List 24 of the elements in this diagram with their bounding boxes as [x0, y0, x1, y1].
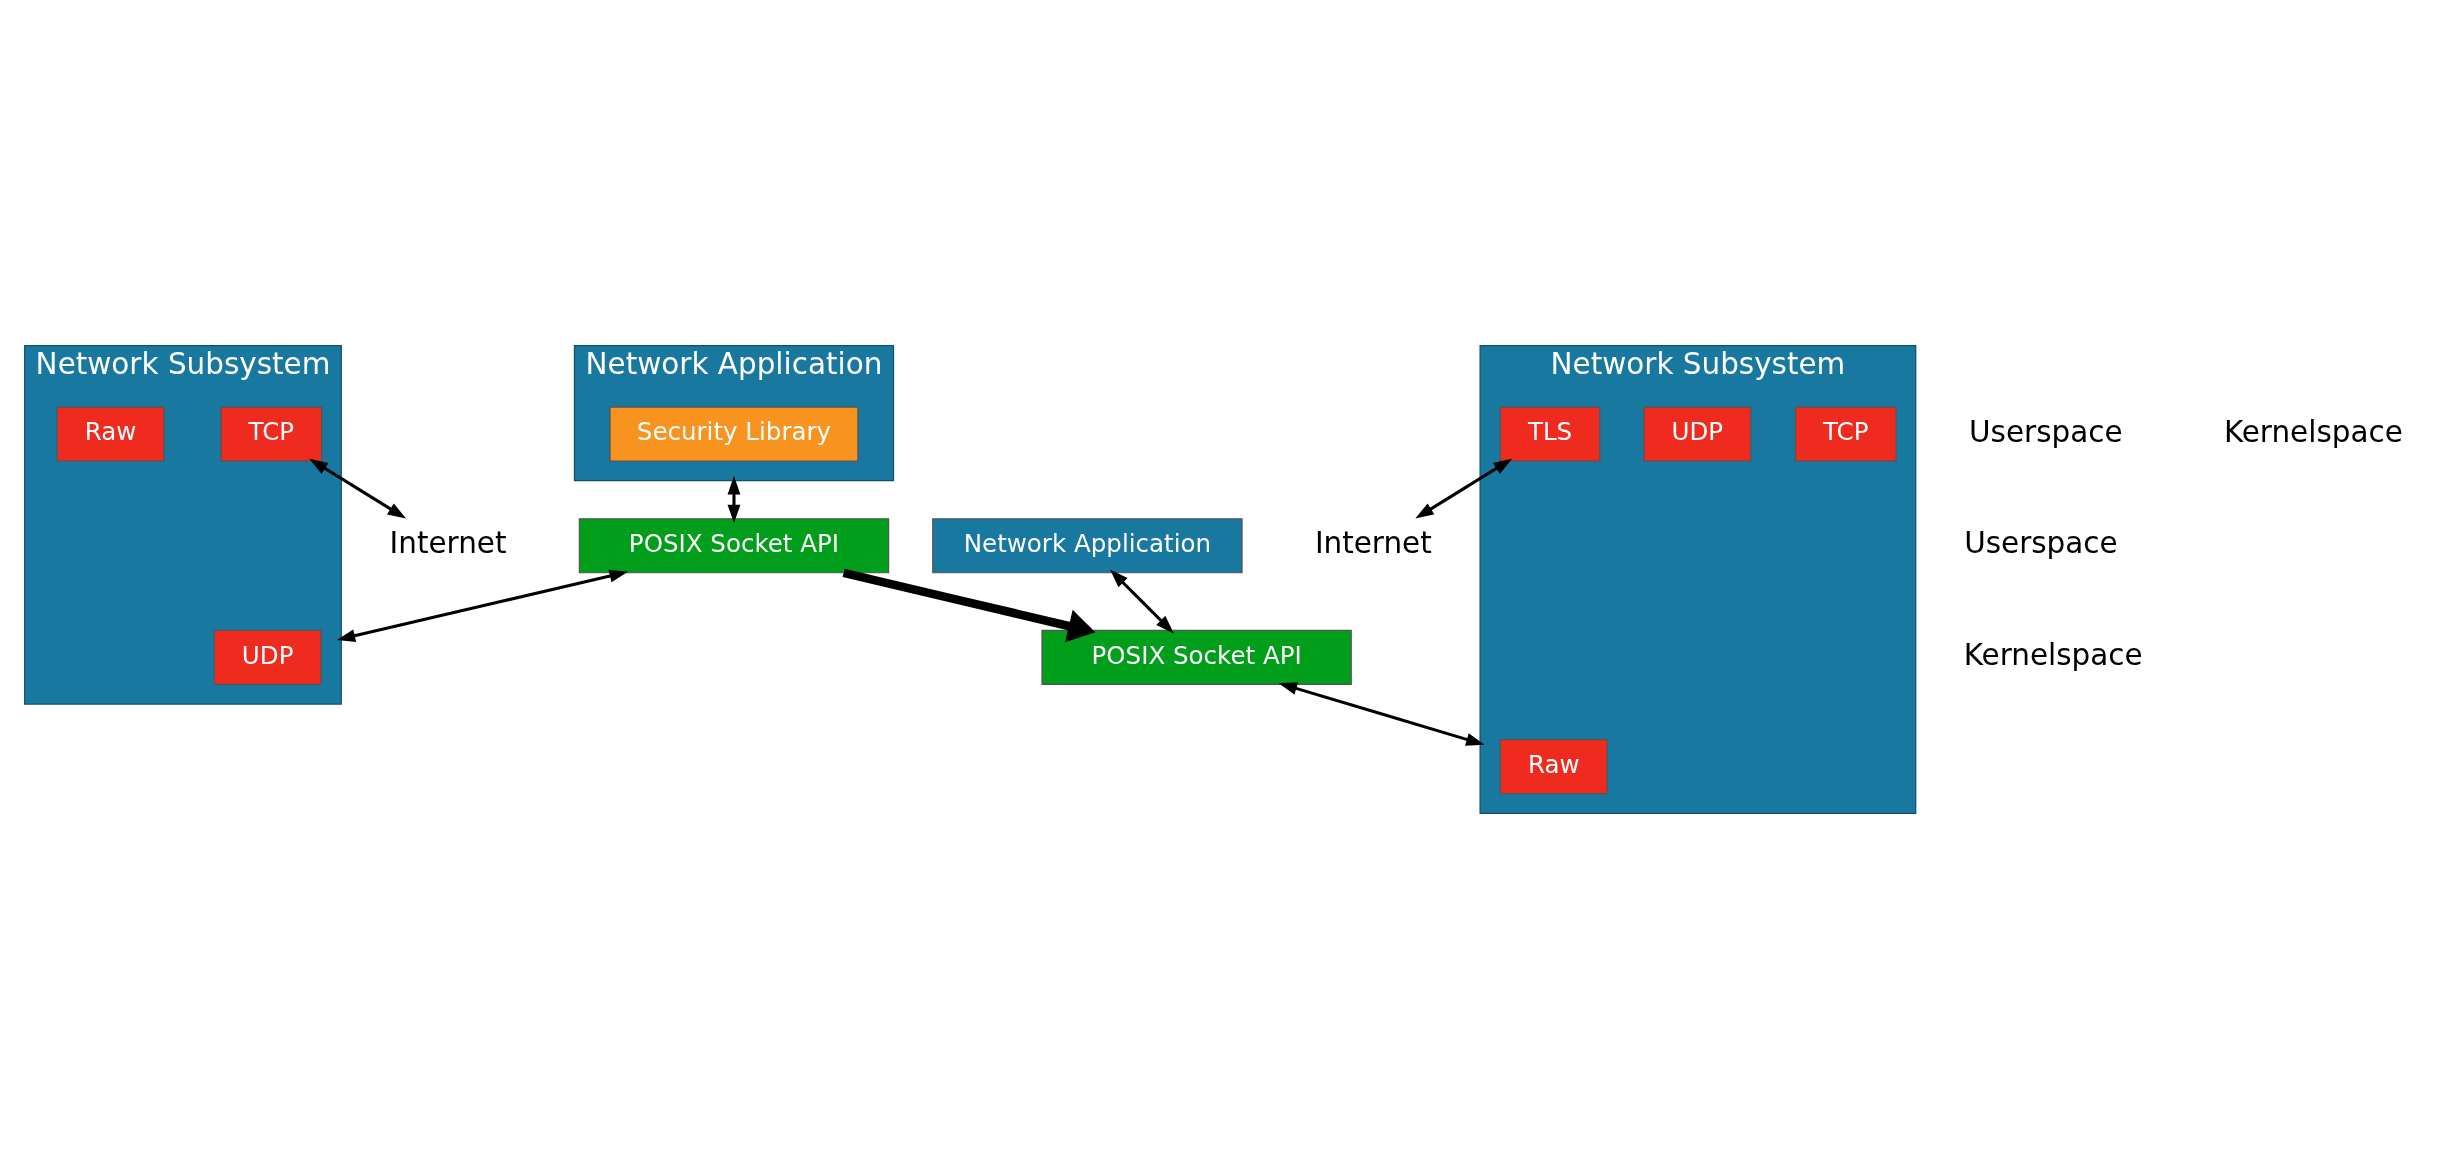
- node-box: Security Library: [609, 405, 859, 462]
- node-box: UDP: [1643, 405, 1752, 462]
- arrow: [1278, 681, 1485, 746]
- node-box: TLS: [1499, 405, 1601, 462]
- node-box: UDP: [213, 629, 322, 685]
- node-box: TCP: [1794, 405, 1897, 462]
- arrow: [727, 475, 741, 523]
- node-box: POSIX Socket API: [1041, 629, 1352, 685]
- arrow: [1110, 569, 1174, 633]
- node-text: Internet: [389, 525, 507, 560]
- arrow: [842, 568, 1096, 642]
- label: Kernelspace: [2223, 414, 2403, 449]
- label: Userspace: [1964, 525, 2118, 560]
- label: Kernelspace: [1963, 637, 2143, 672]
- node-box: POSIX Socket API: [578, 517, 890, 573]
- node-box: Network Application: [932, 517, 1243, 573]
- arrow: [1415, 458, 1513, 519]
- arrow: [309, 458, 407, 519]
- node-box: Raw: [1499, 738, 1608, 794]
- arrow: [336, 569, 628, 642]
- node-box: TCP: [220, 405, 323, 462]
- node-box: Raw: [56, 405, 165, 462]
- node-text: Internet: [1314, 525, 1432, 560]
- label: Userspace: [1969, 414, 2123, 449]
